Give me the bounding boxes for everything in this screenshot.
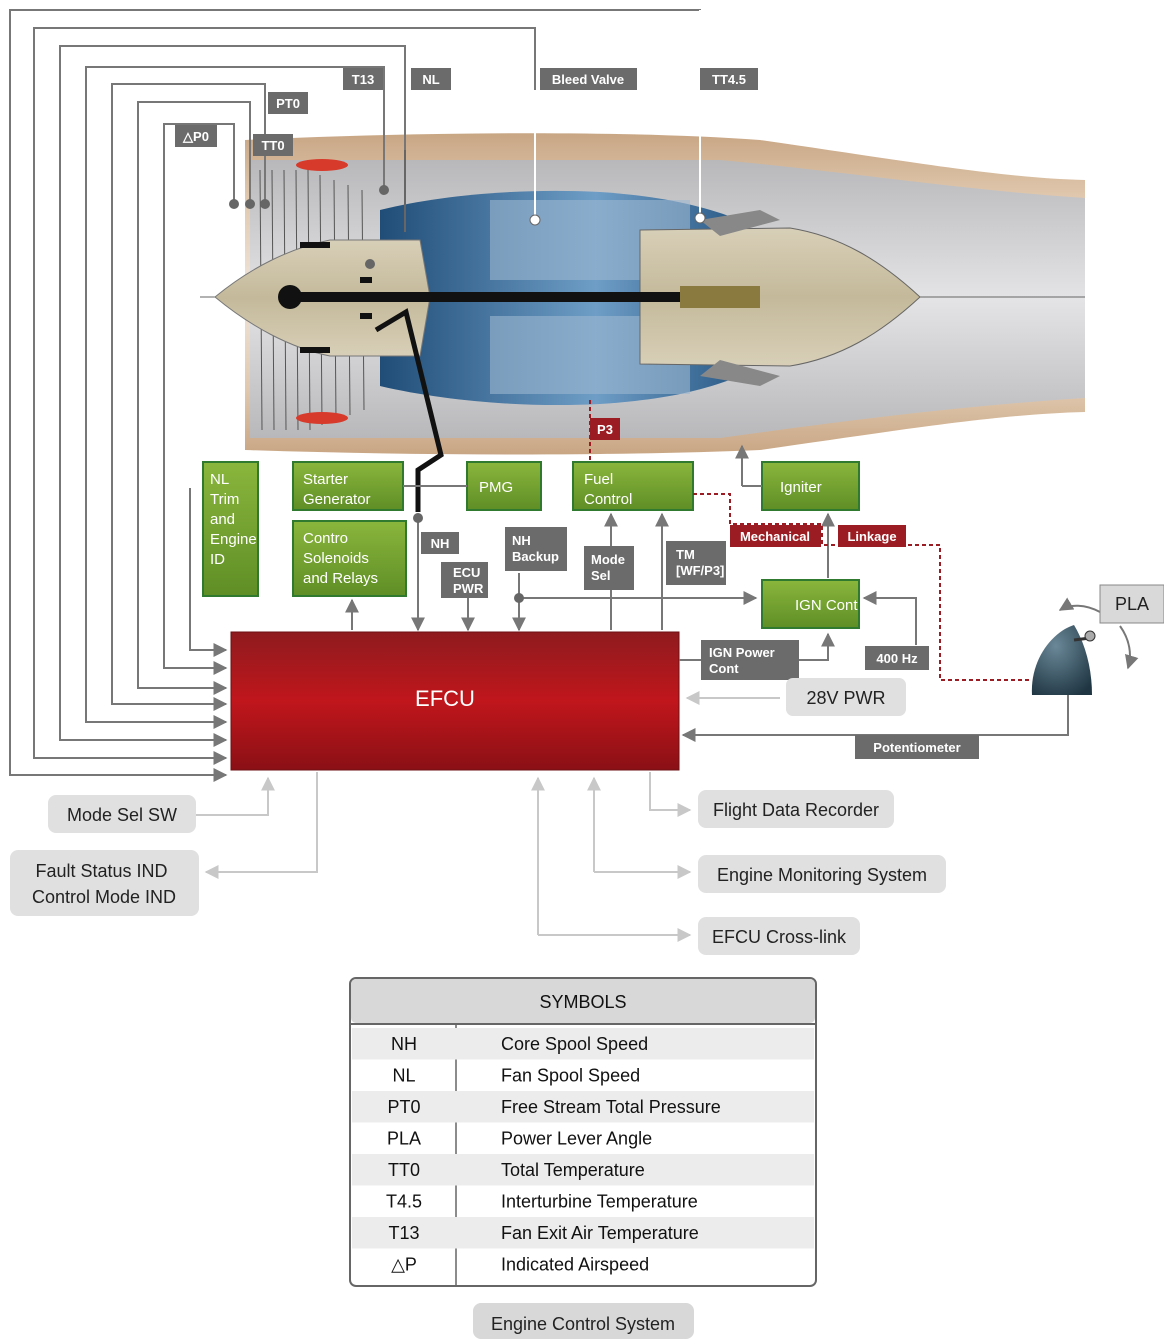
pmg-label: PMG — [479, 479, 513, 496]
fault-status-line: Control Mode IND — [32, 887, 176, 907]
caption-label: Engine Control System — [491, 1314, 675, 1334]
symbol-cell: T4.5 — [386, 1192, 422, 1212]
meaning-cell: Indicated Airspeed — [501, 1255, 649, 1275]
meaning-cell: Interturbine Temperature — [501, 1192, 698, 1212]
label-bleed-valve: Bleed Valve — [552, 72, 624, 87]
efcu-label: EFCU — [415, 686, 475, 711]
label-pt0: PT0 — [276, 96, 300, 111]
igniter-label: Igniter — [780, 479, 822, 496]
label-tt0: TT0 — [261, 138, 284, 153]
svg-text:ECU PWR: ECU PWR — [453, 565, 484, 596]
nl-trim-line: ID — [210, 551, 225, 568]
pla-rotate-arrow-left — [1060, 606, 1100, 612]
tag-nh-backup-line: NH — [512, 533, 531, 548]
pla-rotate-arrow-right — [1120, 626, 1130, 668]
solenoids-line: and Relays — [303, 570, 378, 587]
tag-mode-sel-line: Mode — [591, 552, 625, 567]
tag-400hz: 400 Hz — [876, 651, 918, 666]
nl-trim-line: Trim — [210, 491, 239, 508]
tag-ign-power-line: Cont — [709, 661, 739, 676]
power-lever[interactable]: PLA — [1032, 585, 1164, 695]
fan-tip-seal-top — [296, 159, 348, 171]
symbol-cell: PLA — [387, 1129, 421, 1149]
symbols-title: SYMBOLS — [539, 992, 626, 1012]
label-nl: NL — [422, 72, 439, 87]
label-tt45: TT4.5 — [712, 72, 746, 87]
label-p3: P3 — [597, 422, 613, 437]
external-systems: Mode Sel SW Fault Status IND Control Mod… — [10, 790, 946, 955]
symbol-cell: NH — [391, 1034, 417, 1054]
meaning-cell: Power Lever Angle — [501, 1129, 652, 1149]
tag-tm-line: TM — [676, 547, 695, 562]
fuel-control-line: Control — [584, 491, 632, 508]
fan-tip-seal-bottom — [296, 412, 348, 424]
ign-cont-label: IGN Cont — [795, 597, 858, 614]
symbol-cell: △P — [391, 1255, 417, 1275]
fdr-label: Flight Data Recorder — [713, 800, 879, 820]
symbol-cell: PT0 — [387, 1097, 420, 1117]
symbol-cell: T13 — [388, 1223, 419, 1243]
meaning-cell: Free Stream Total Pressure — [501, 1097, 721, 1117]
tag-nh-backup-line: Backup — [512, 549, 559, 564]
pill-28v-pwr: 28V PWR — [806, 688, 885, 708]
pla-lever-base — [1032, 625, 1092, 695]
tag-mode-sel-line: Sel — [591, 568, 611, 583]
nl-trim-line: Engine — [210, 531, 257, 548]
tag-ecu-pwr-line: PWR — [453, 581, 484, 596]
tag-mechanical: Mechanical — [740, 529, 810, 544]
starter-line: Starter — [303, 471, 348, 488]
solenoids-line: Contro — [303, 530, 348, 547]
tag-ecu-pwr-line: ECU — [453, 565, 480, 580]
tag-ign-power-line: IGN Power — [709, 645, 775, 660]
meaning-cell: Total Temperature — [501, 1160, 645, 1180]
label-dp0: △P0 — [182, 129, 209, 144]
tag-tm-line: [WF/P3] — [676, 563, 724, 578]
meaning-cell: Fan Exit Air Temperature — [501, 1223, 699, 1243]
ems-label: Engine Monitoring System — [717, 865, 927, 885]
crosslink-label: EFCU Cross-link — [712, 927, 847, 947]
symbol-cell: TT0 — [388, 1160, 420, 1180]
solenoids-line: Solenoids — [303, 550, 369, 567]
nl-trim-line: NL — [210, 471, 229, 488]
mode-sel-sw-label: Mode Sel SW — [67, 805, 177, 825]
tag-nh: NH — [431, 536, 450, 551]
nl-trim-line: and — [210, 511, 235, 528]
fault-status-line: Fault Status IND — [35, 861, 167, 881]
meaning-cell: Fan Spool Speed — [501, 1066, 640, 1086]
symbol-cell: NL — [392, 1066, 415, 1086]
meaning-cell: Core Spool Speed — [501, 1034, 648, 1054]
fuel-control-line: Fuel — [584, 471, 613, 488]
tag-potentiometer: Potentiometer — [873, 740, 960, 755]
pla-label: PLA — [1115, 594, 1149, 614]
turbofan-engine-illustration — [200, 133, 1085, 454]
tag-linkage: Linkage — [847, 529, 896, 544]
label-t13: T13 — [352, 72, 374, 87]
starter-line: Generator — [303, 491, 371, 508]
